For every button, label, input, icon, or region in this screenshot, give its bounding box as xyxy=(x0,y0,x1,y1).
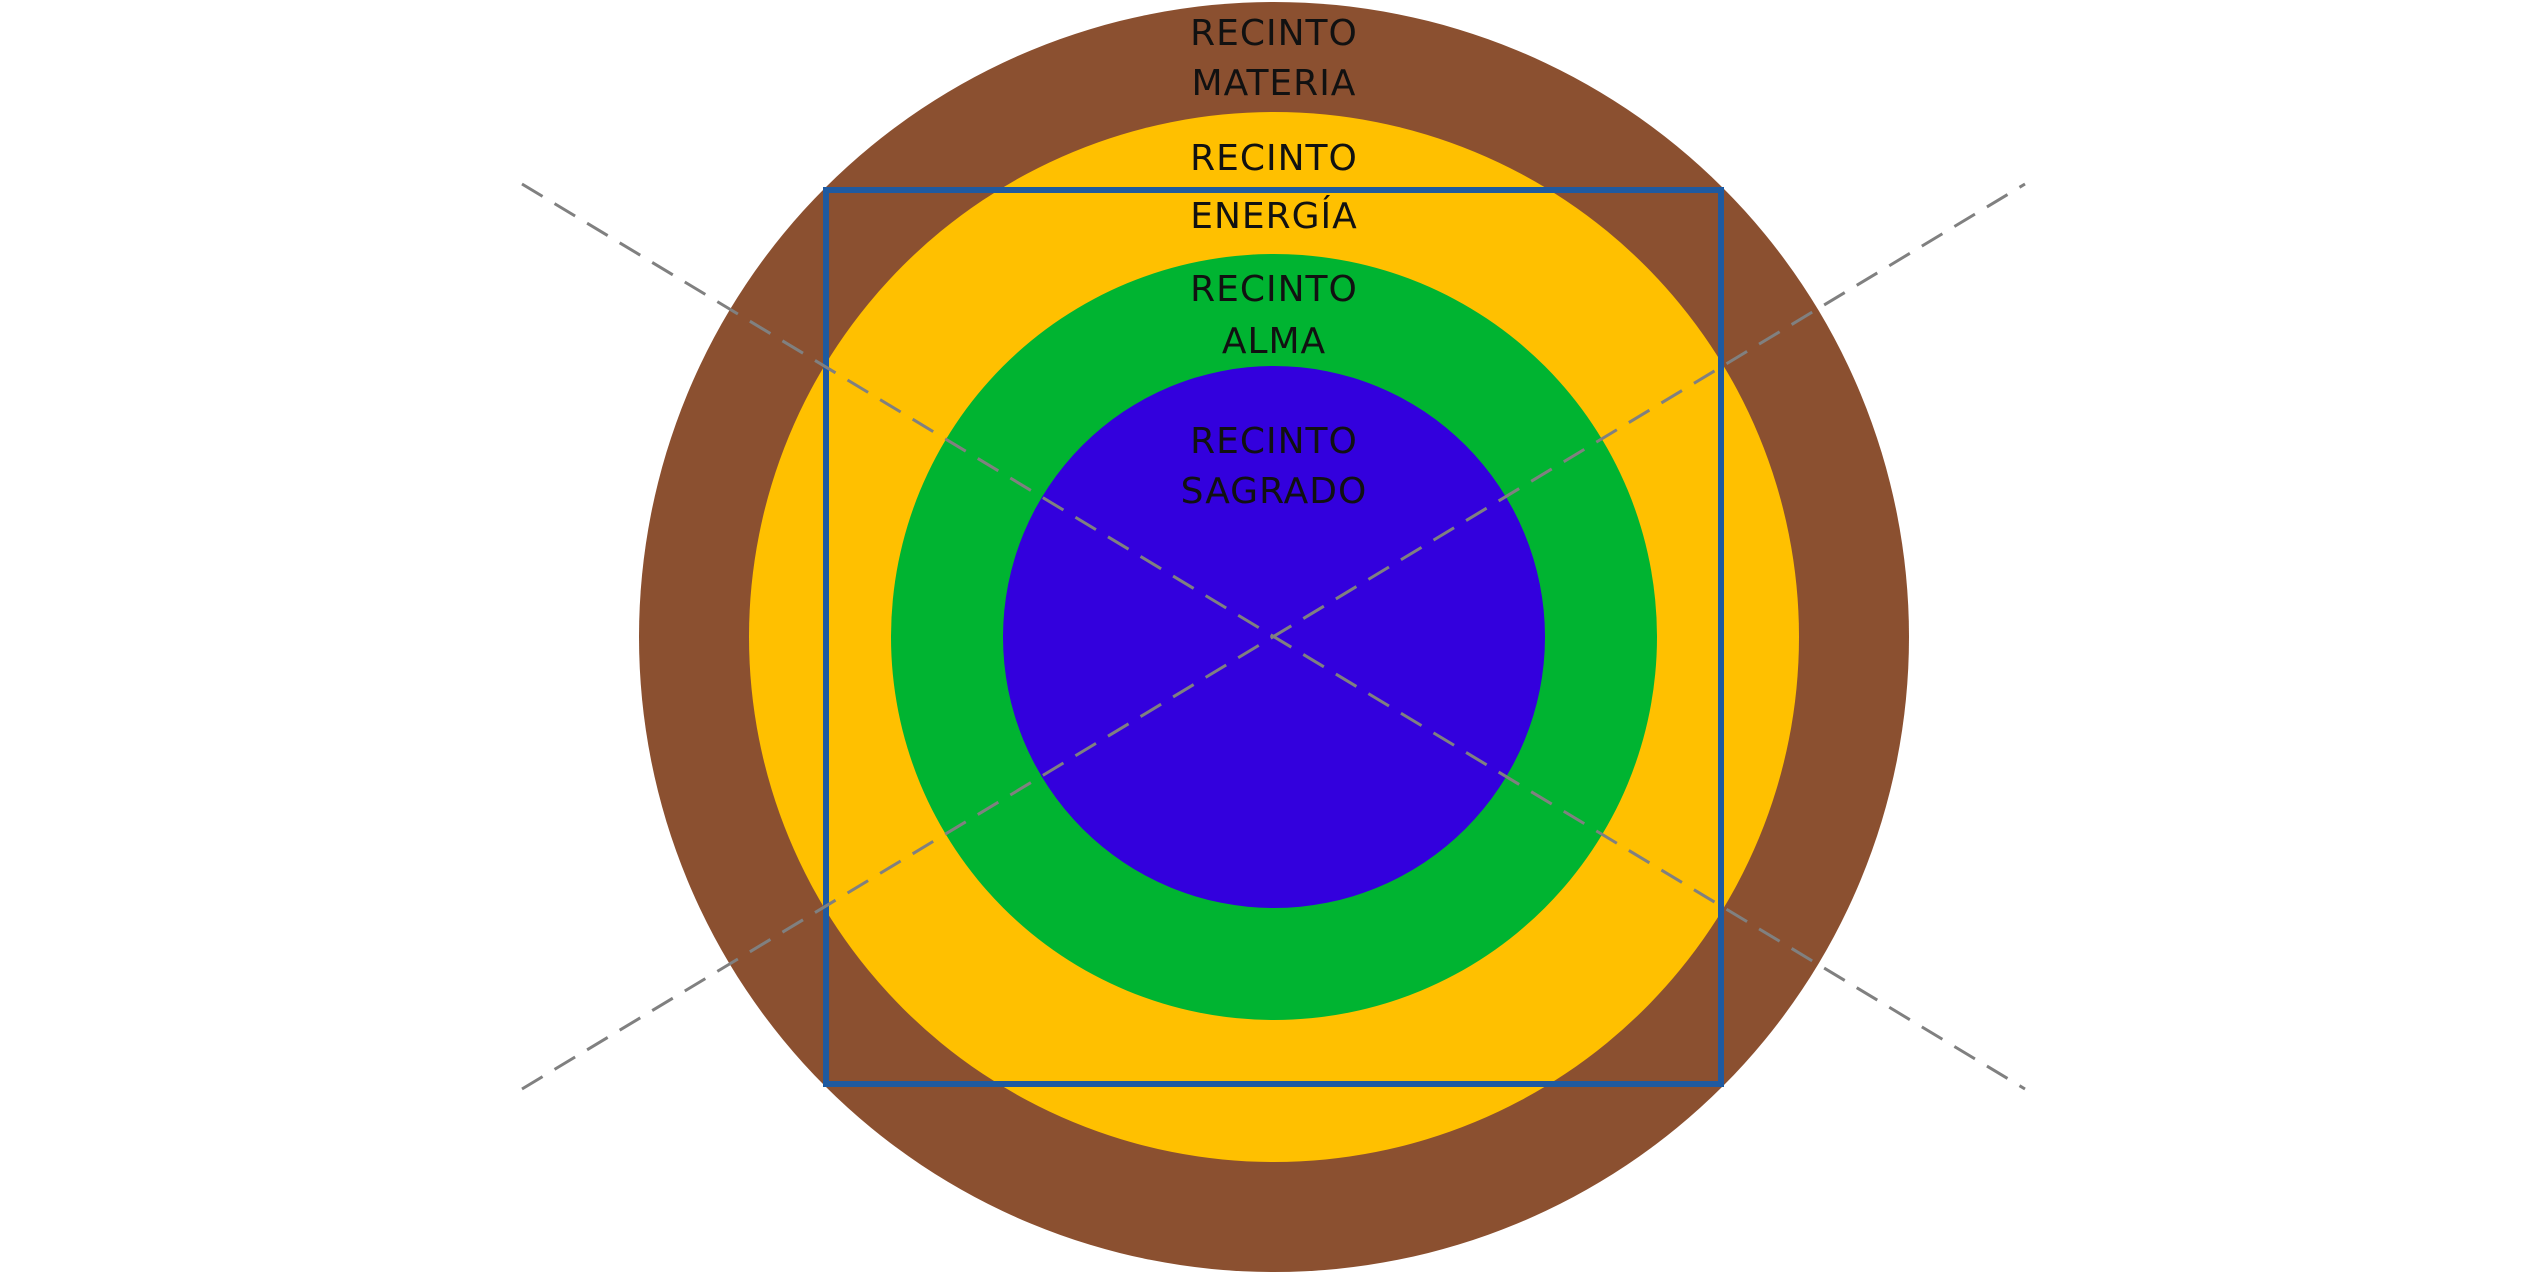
label-sagrado-line1: RECINTO xyxy=(1190,421,1358,462)
label-energia-line2: ENERGÍA xyxy=(1190,195,1358,237)
label-alma-line2: ALMA xyxy=(1222,321,1326,362)
label-materia-line1: RECINTO xyxy=(1190,13,1358,54)
label-materia-line2: MATERIA xyxy=(1192,63,1357,104)
inscribed-square xyxy=(823,187,1724,1087)
diagonal-line-2 xyxy=(521,182,2026,1091)
label-sagrado-line2: SAGRADO xyxy=(1181,471,1368,512)
label-energia-line1: RECINTO xyxy=(1190,138,1358,179)
label-alma-line1: RECINTO xyxy=(1190,269,1358,310)
